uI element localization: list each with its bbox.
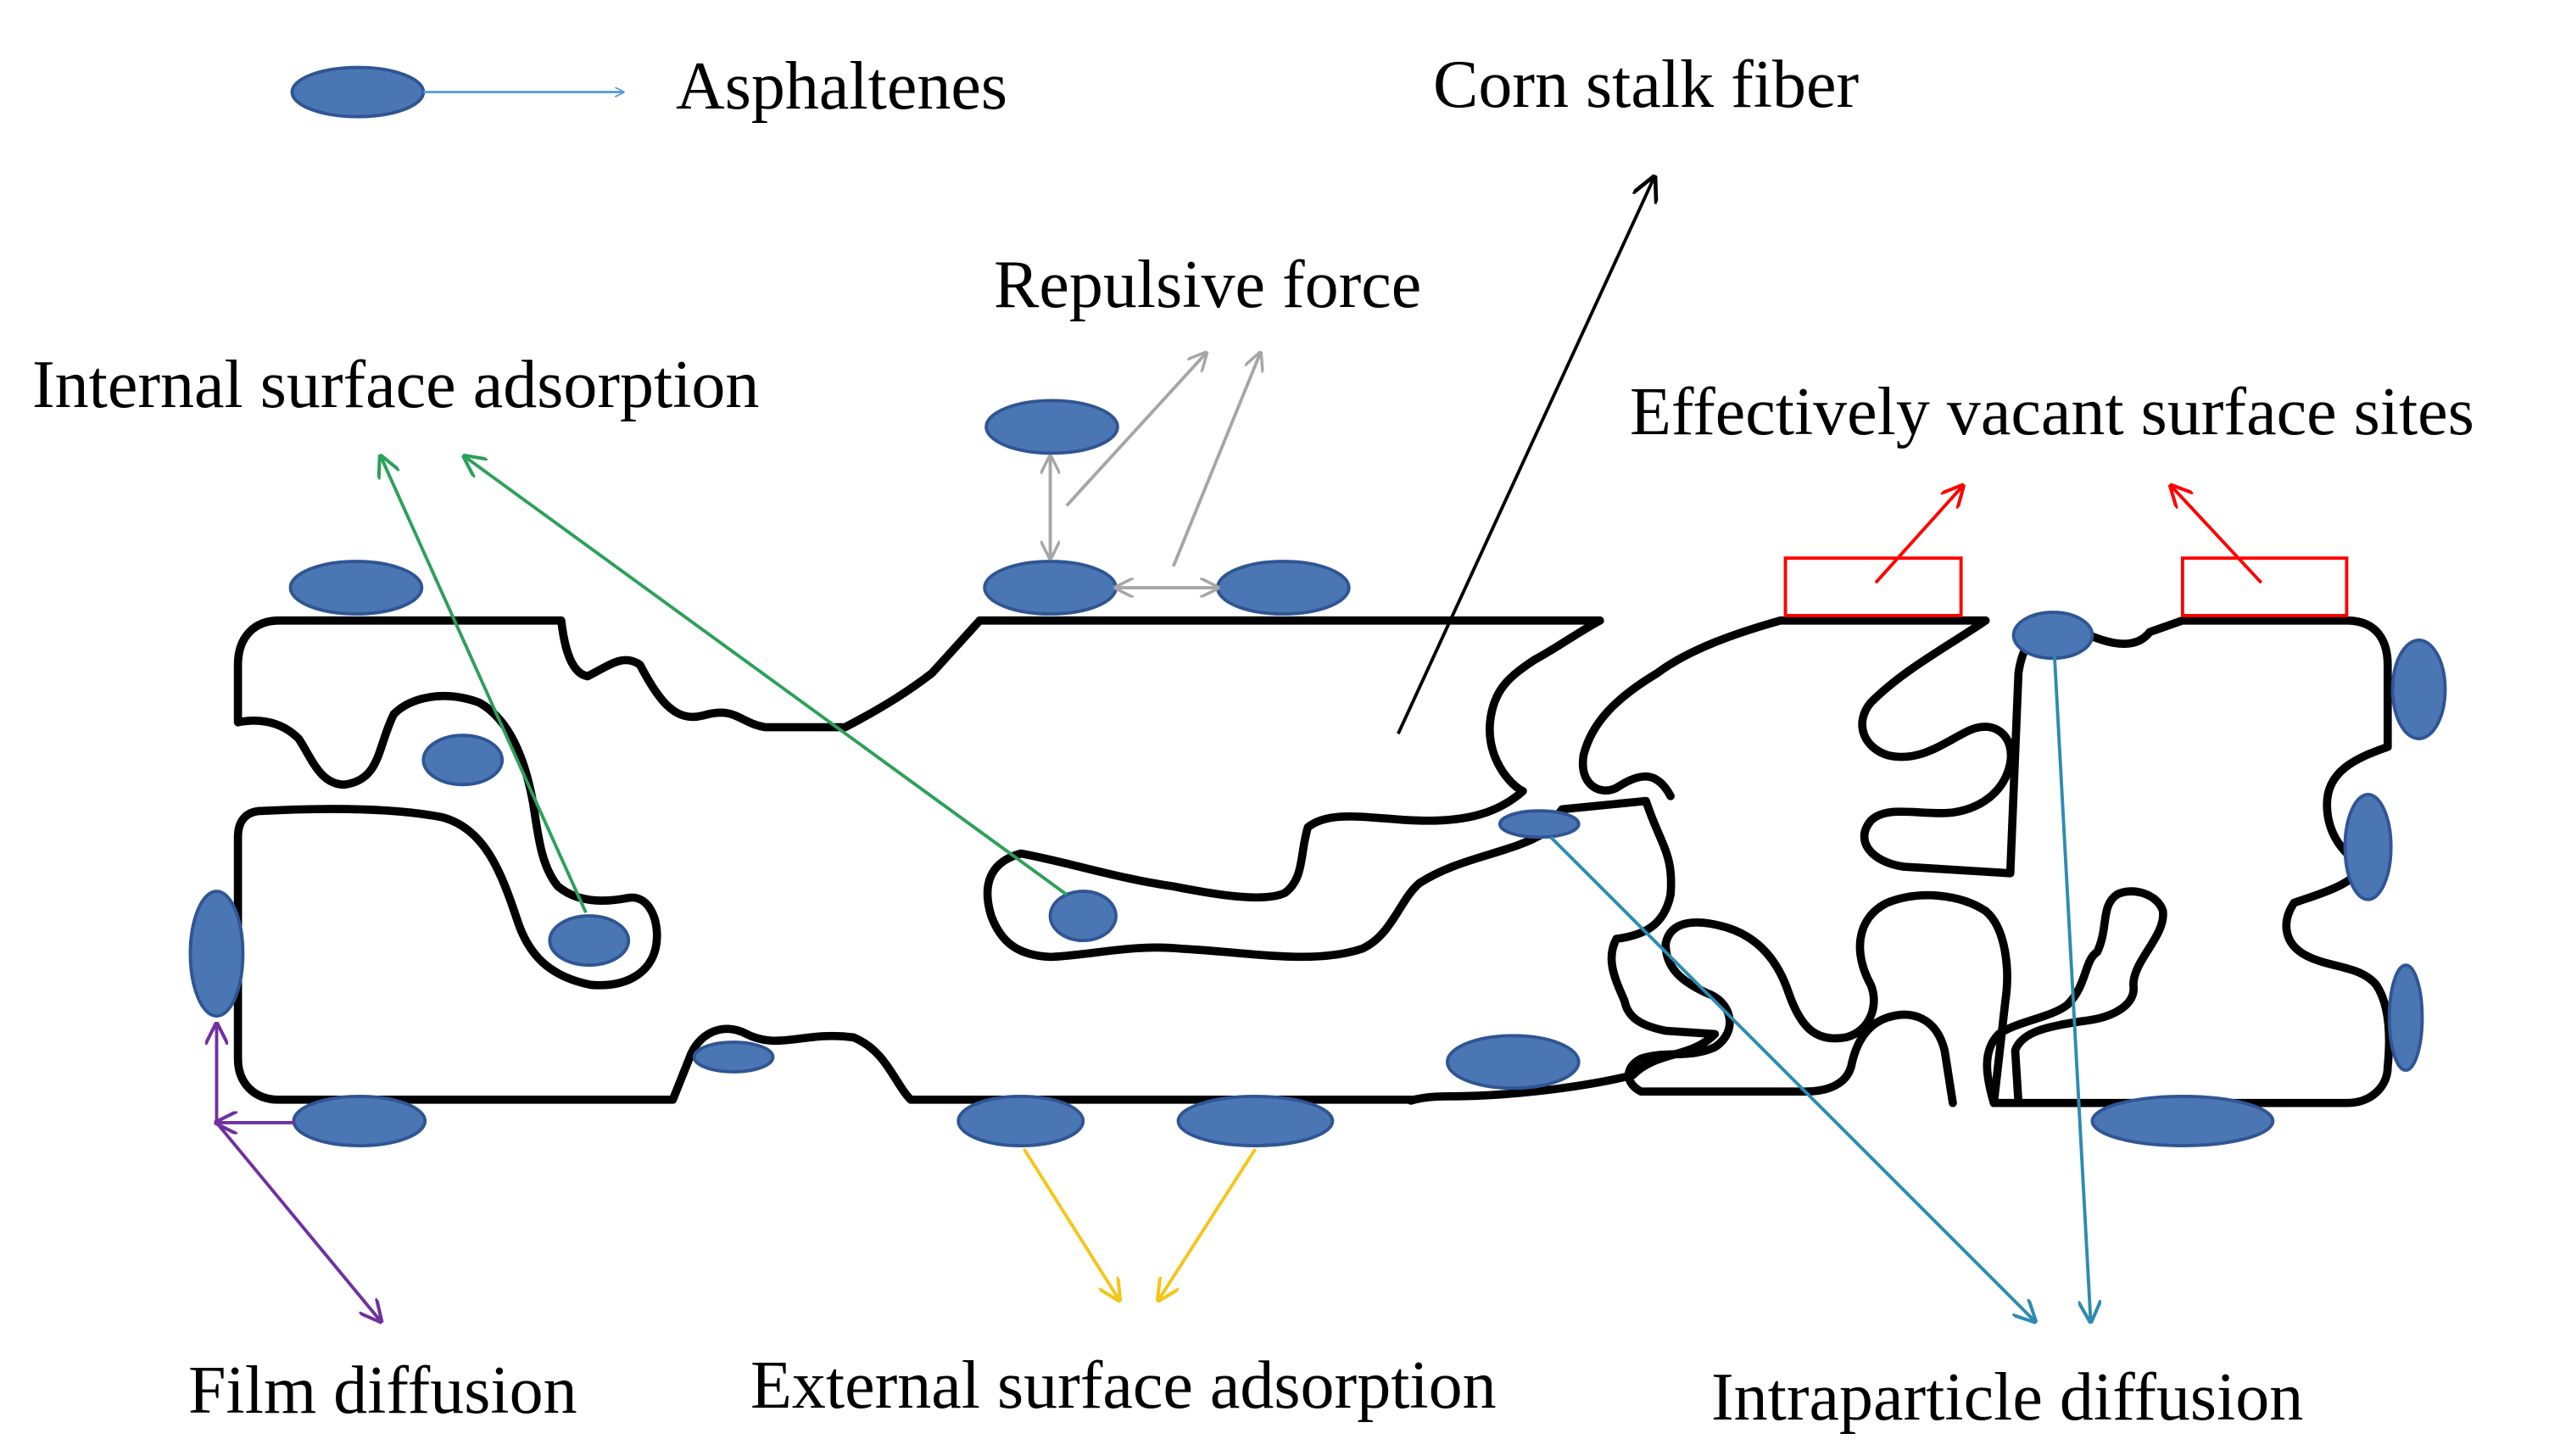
legend-asphaltenes-label: Asphaltenes: [676, 49, 1008, 124]
asphaltene-particle: [1498, 809, 1581, 840]
corn-stalk-fiber-label: Corn stalk fiber: [1433, 47, 1860, 122]
asphaltene-particle: [2343, 792, 2393, 901]
external-surface-adsorption-label: External surface adsorption: [750, 1348, 1497, 1423]
intraparticle-arrow: [1549, 835, 2035, 1321]
film-diffusion-arrows: [216, 1024, 381, 1321]
asphaltene-particle: [2011, 611, 2094, 661]
external-surface-arrows: [1022, 1147, 1258, 1300]
film-diffusion-label: Film diffusion: [188, 1353, 577, 1428]
vacant-site-box: [2180, 556, 2349, 617]
vacant-arrow: [2171, 486, 2263, 584]
corn-stalk-fiber: [233, 616, 2394, 1107]
asphaltene-particle: [2387, 963, 2424, 1072]
internal-surface-arrows: [381, 456, 1068, 914]
repulsive-arrow: [1171, 353, 1261, 567]
asphaltene-particles: [188, 65, 2447, 1147]
asphaltene-particle: [1176, 1095, 1335, 1147]
vacant-site-arrows: [1874, 486, 2263, 584]
internal-arrow: [465, 456, 1068, 896]
asphaltene-particle: [548, 914, 631, 968]
vacant-site-box: [1783, 556, 1963, 617]
intraparticle-arrow: [2053, 656, 2091, 1321]
fiber-arrow: [1397, 177, 1654, 735]
fiber-right-interior-outline: [1624, 890, 2011, 1107]
asphaltene-particle: [290, 65, 426, 119]
asphaltene-particle: [1445, 1034, 1581, 1091]
fiber-left-block-outline: [233, 616, 1720, 1105]
asphaltene-particle: [1216, 560, 1351, 616]
intraparticle-arrows: [1549, 656, 2091, 1321]
asphaltene-particle: [1048, 890, 1118, 943]
asphaltene-particle: [983, 560, 1118, 616]
asphaltene-particle: [421, 734, 505, 787]
external-arrow: [1158, 1147, 1258, 1300]
internal-surface-adsorption-label: Internal surface adsorption: [32, 348, 760, 422]
repulsive-arrow: [1065, 353, 1206, 507]
asphaltene-particle: [692, 1040, 775, 1074]
vacant-surface-sites-label: Effectively vacant surface sites: [1630, 375, 2474, 449]
asphaltene-particle: [292, 1095, 427, 1147]
asphaltene-particle: [2390, 639, 2447, 741]
asphaltene-particle: [984, 399, 1119, 455]
asphaltene-particle: [188, 890, 245, 1018]
asphaltene-particle: [957, 1095, 1085, 1147]
asphaltene-particle: [288, 560, 424, 616]
vacant-surface-site-boxes: [1783, 556, 2349, 617]
internal-arrow: [381, 456, 588, 914]
intraparticle-diffusion-label: Intraparticle diffusion: [1711, 1360, 2304, 1435]
external-arrow: [1022, 1147, 1119, 1300]
repulsive-force-arrows: [1051, 353, 1261, 588]
film-arrow: [215, 1121, 381, 1321]
fiber-right-left-edge-outline: [1578, 616, 1785, 801]
asphaltene-particle: [2090, 1095, 2275, 1147]
vacant-arrow: [1874, 486, 1963, 584]
repulsive-force-label: Repulsive force: [994, 248, 1422, 322]
